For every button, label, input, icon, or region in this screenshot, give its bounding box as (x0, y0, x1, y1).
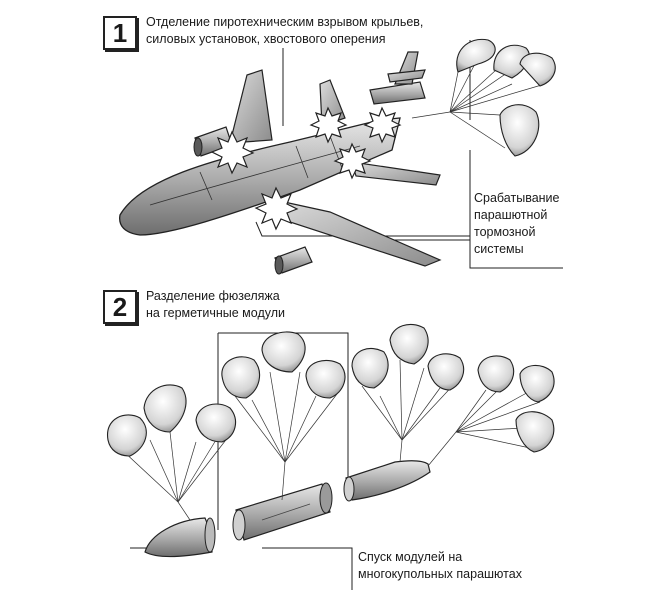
descent-canopy (195, 403, 237, 443)
brake-canopy (456, 38, 496, 73)
brake-canopy (493, 44, 530, 79)
step1-parachute-label-line2: парашютной (474, 207, 548, 223)
cabin-module-tail (343, 460, 431, 502)
detached-tail-fin (369, 51, 426, 105)
step1-artwork (119, 38, 563, 275)
explosion-flash (309, 106, 348, 144)
brake-canopy (519, 52, 556, 87)
lower-engine (274, 246, 313, 275)
descent-canopy (515, 411, 555, 453)
brake-canopy (499, 104, 540, 157)
descent-canopy (143, 384, 187, 433)
step1-parachute-label-line4: системы (474, 241, 524, 257)
step1-parachute-label-line1: Срабатывание (474, 190, 560, 206)
explosion-flash (363, 106, 402, 144)
step2-number-box: 2 (103, 290, 137, 324)
descent-canopy (389, 323, 429, 365)
braking-parachute-cluster (411, 38, 556, 157)
cabin-module-nose (144, 517, 216, 558)
descent-canopy (261, 331, 306, 373)
explosion-flash (210, 130, 255, 175)
descent-canopy (351, 348, 389, 389)
step1-number-box: 1 (103, 16, 137, 50)
explosion-flashes (210, 106, 402, 231)
step2-caption-line2: на герметичные модули (146, 305, 285, 321)
descent-canopy (221, 356, 261, 399)
descent-canopy (305, 359, 346, 399)
explosion-flash (254, 186, 299, 231)
descent-canopies (107, 323, 555, 457)
descent-canopy (107, 414, 147, 457)
step2-artwork (107, 323, 555, 590)
step2-descent-label-line1: Спуск модулей на (358, 549, 463, 565)
step1-caption-line1: Отделение пиротехническим взрывом крылье… (146, 14, 424, 30)
cabin-module-middle (232, 482, 333, 541)
descent-canopy (477, 355, 515, 393)
step1-caption-line2: силовых установок, хвостового оперения (146, 31, 386, 47)
descent-canopy (427, 353, 465, 391)
step1-parachute-label-line3: тормозной (474, 224, 536, 240)
explosion-flash (333, 142, 372, 180)
step2-descent-label-line2: многокупольных парашютах (358, 566, 522, 582)
plane-upper-wing (229, 69, 273, 144)
step2-caption-line1: Разделение фюзеляжа (146, 288, 280, 304)
descent-canopy (519, 364, 555, 403)
